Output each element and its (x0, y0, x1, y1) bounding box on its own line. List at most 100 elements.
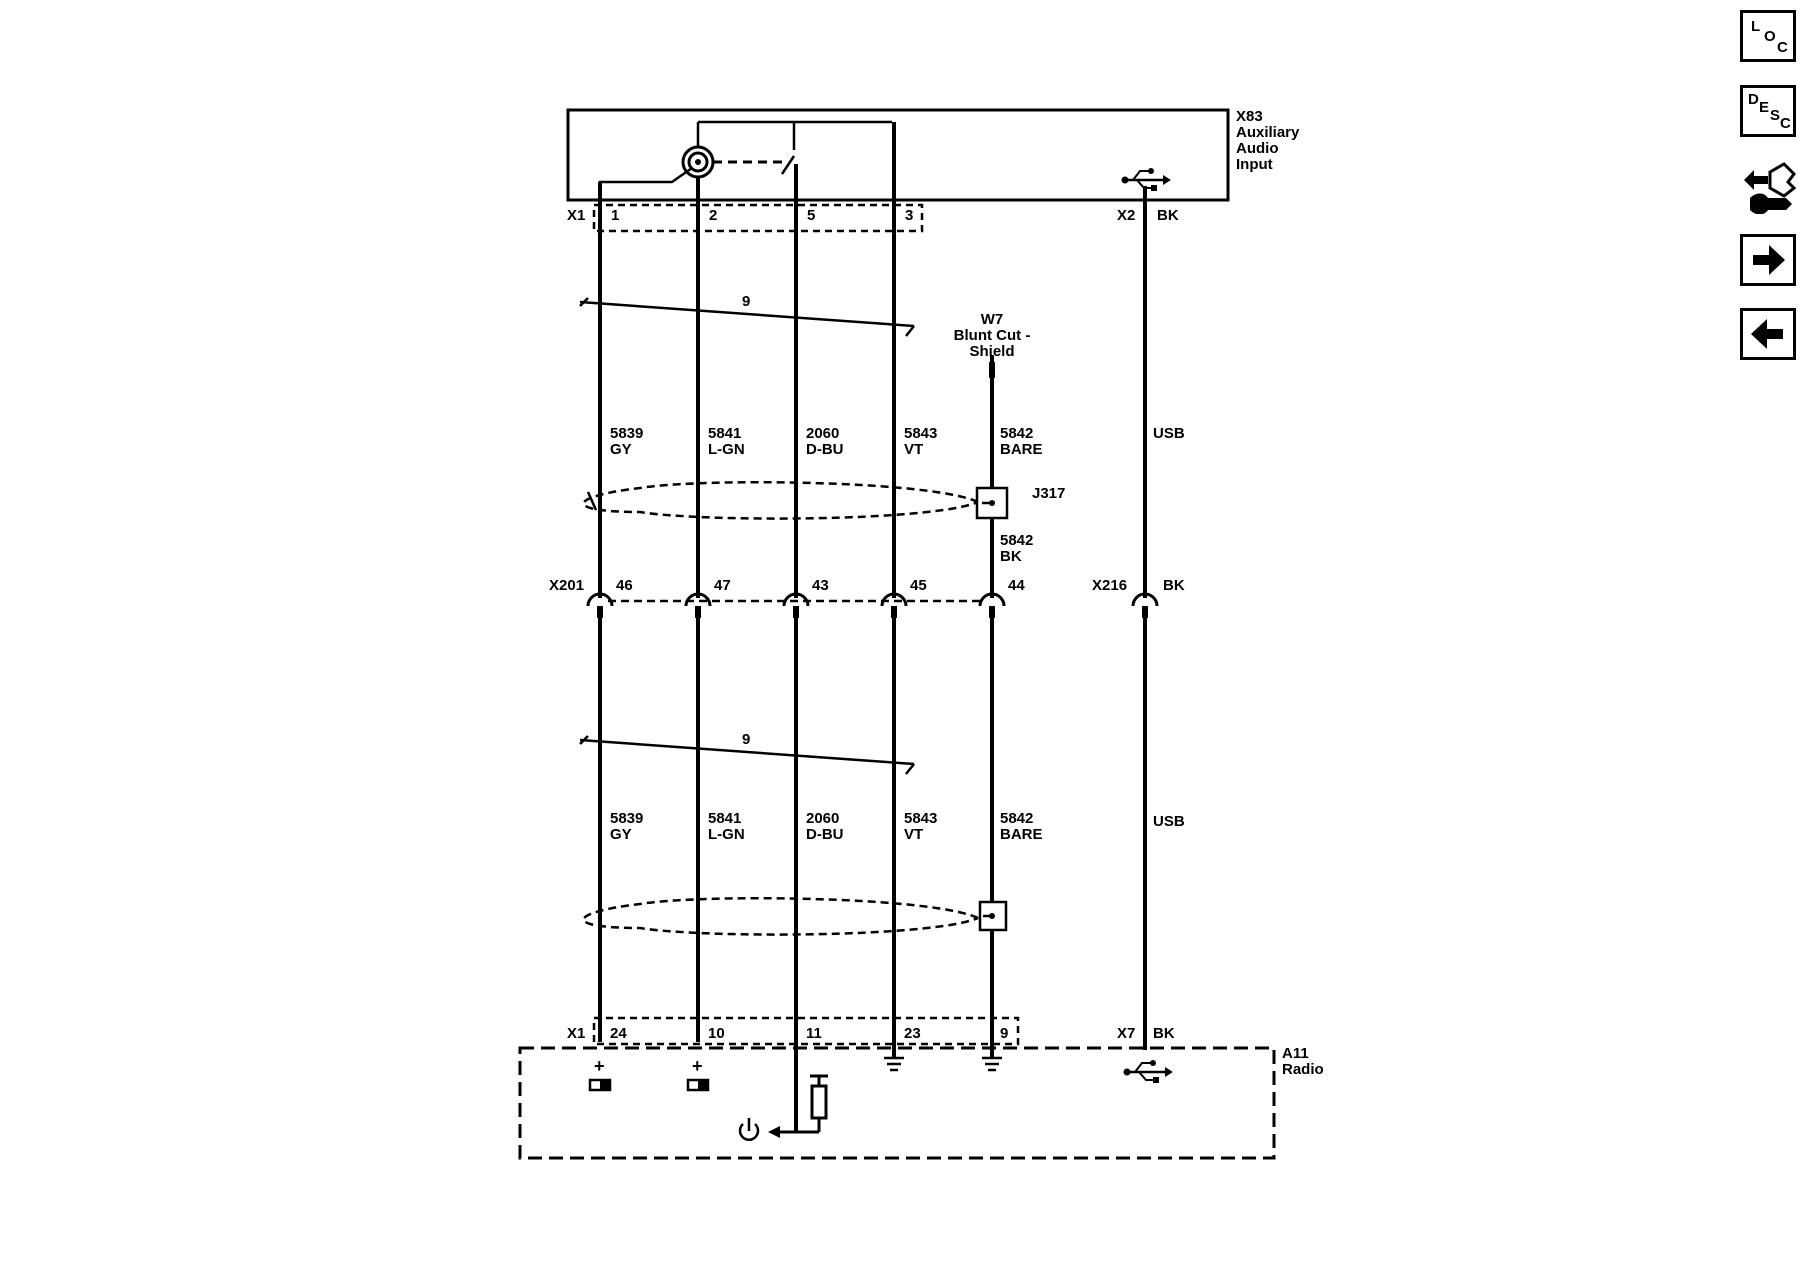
twist-marker-lower: 9 (579, 731, 915, 775)
inline-pin: 47 (714, 577, 731, 594)
drain-circuit: 5842 (1000, 532, 1033, 549)
wire-label-circuit: 5843 (904, 810, 937, 827)
bottom-pin: 10 (708, 1025, 725, 1042)
lower-shield (582, 896, 1008, 936)
twist-count-upper: 9 (742, 293, 750, 310)
x201-label: X201 (549, 577, 584, 594)
bottom-pin: 23 (904, 1025, 921, 1042)
wire-label-color: GY (610, 441, 632, 458)
w7-name-2: Shield (969, 343, 1014, 360)
bottom-pin: 11 (806, 1025, 822, 1042)
desc-letter-e: E (1759, 99, 1770, 116)
wire-label-circuit: 2060 (806, 425, 839, 442)
audio-signal-plus-icon: + (686, 1056, 710, 1092)
usb-label-upper: USB (1153, 425, 1185, 442)
w7-name-1: Blunt Cut - (954, 327, 1031, 344)
top-pin-1: 1 (611, 207, 619, 224)
wire-label-circuit: 5841 (708, 810, 741, 827)
bottom-x7-label: X7 (1117, 1025, 1135, 1042)
drain-color: BK (1000, 548, 1022, 565)
top-x1-label: X1 (567, 207, 585, 224)
detect-power-circuit (768, 1074, 828, 1138)
arrow-left-icon (1751, 319, 1783, 349)
usb-label-lower: USB (1153, 813, 1185, 830)
desc-letter-c: C (1780, 115, 1791, 132)
connector-tool-button[interactable] (1740, 158, 1796, 214)
wire-label-color: BARE (1000, 826, 1043, 843)
inline-pin: 43 (812, 577, 829, 594)
lower-wire-labels: 5839 GY 5841 L-GN 2060 D-BU 5843 VT 5842… (610, 810, 1185, 843)
power-icon (738, 1118, 760, 1141)
inline-pin: 44 (1008, 577, 1025, 594)
wire-label-circuit: 5839 (610, 425, 643, 442)
wire-label-color: GY (610, 826, 632, 843)
desc-button[interactable]: D E S C (1740, 85, 1796, 137)
wire-lines (598, 122, 1147, 1132)
audio-jack-icon (598, 120, 892, 185)
loc-letter-l: L (1751, 18, 1761, 35)
bottom-connector-x1: X1 24 10 11 23 9 (567, 1016, 1020, 1046)
wire-label-circuit: 2060 (806, 810, 839, 827)
bottom-pin: 9 (1000, 1025, 1008, 1042)
loc-button[interactable]: L O C (1740, 10, 1796, 62)
audio-signal-plus-icon: + (588, 1056, 612, 1092)
inline-pin: 46 (616, 577, 633, 594)
arrow-right-icon (1753, 245, 1785, 275)
wire-label-circuit: 5841 (708, 425, 741, 442)
back-button[interactable] (1740, 308, 1796, 360)
top-pin-5: 5 (807, 207, 815, 224)
next-button[interactable] (1740, 234, 1796, 286)
wire-label-color: L-GN (708, 826, 745, 843)
x83-ref: X83 (1236, 108, 1263, 125)
inline-terminals (586, 592, 1159, 618)
ground-icon (982, 1056, 1002, 1072)
x83-component: X83 Auxiliary Audio Input (566, 108, 1300, 202)
desc-letter-d: D (1748, 91, 1759, 108)
top-connector-x1: X1 1 2 5 3 (567, 203, 924, 233)
top-pin-3: 3 (905, 207, 913, 224)
wire-label-color: VT (904, 826, 923, 843)
wire-label-circuit: 5843 (904, 425, 937, 442)
x83-name-1: Auxiliary (1236, 124, 1300, 141)
w7-shield-terminal: W7 Blunt Cut - Shield (954, 311, 1031, 378)
bottom-x7-color: BK (1153, 1025, 1175, 1042)
top-x2-label: X2 (1117, 207, 1135, 224)
wire-label-color: D-BU (806, 826, 844, 843)
w7-ref: W7 (981, 311, 1004, 328)
loc-letter-c: C (1777, 39, 1788, 56)
svg-text:+: + (594, 1056, 605, 1076)
upper-shield (582, 480, 979, 520)
usb-icon (1123, 1060, 1173, 1083)
wire-label-color: D-BU (806, 441, 844, 458)
inline-pin: 45 (910, 577, 927, 594)
loc-letter-o: O (1764, 28, 1776, 45)
inline-connector-x201: X201 46 47 43 45 44 (549, 577, 1025, 603)
a11-radio-component: A11 Radio (518, 1045, 1324, 1160)
splice-label: J317 (1032, 485, 1065, 502)
splice-j317: J317 (975, 485, 1065, 520)
connector-tool-icon (1744, 162, 1796, 214)
a11-ref: A11 (1282, 1045, 1309, 1062)
wire-label-circuit: 5842 (1000, 425, 1033, 442)
wire-label-color: VT (904, 441, 923, 458)
svg-text:+: + (692, 1056, 703, 1076)
top-x2-color: BK (1157, 207, 1179, 224)
upper-wire-labels: 5839 GY 5841 L-GN 2060 D-BU 5843 VT 5842… (610, 425, 1185, 458)
ground-icon (884, 1056, 904, 1072)
x216-color: BK (1163, 577, 1185, 594)
x216-label: X216 (1092, 577, 1127, 594)
wire-label-circuit: 5839 (610, 810, 643, 827)
bottom-pin: 24 (610, 1025, 627, 1042)
x83-name-3: Input (1236, 156, 1273, 173)
wire-label-color: BARE (1000, 441, 1043, 458)
wire-label-circuit: 5842 (1000, 810, 1033, 827)
x83-name-2: Audio (1236, 140, 1279, 157)
top-pin-2: 2 (709, 207, 717, 224)
bottom-x1-label: X1 (567, 1025, 585, 1042)
twist-count-lower: 9 (742, 731, 750, 748)
wire-label-color: L-GN (708, 441, 745, 458)
desc-letter-s: S (1770, 107, 1781, 124)
twist-marker-upper: 9 (579, 293, 915, 337)
a11-name: Radio (1282, 1061, 1324, 1078)
